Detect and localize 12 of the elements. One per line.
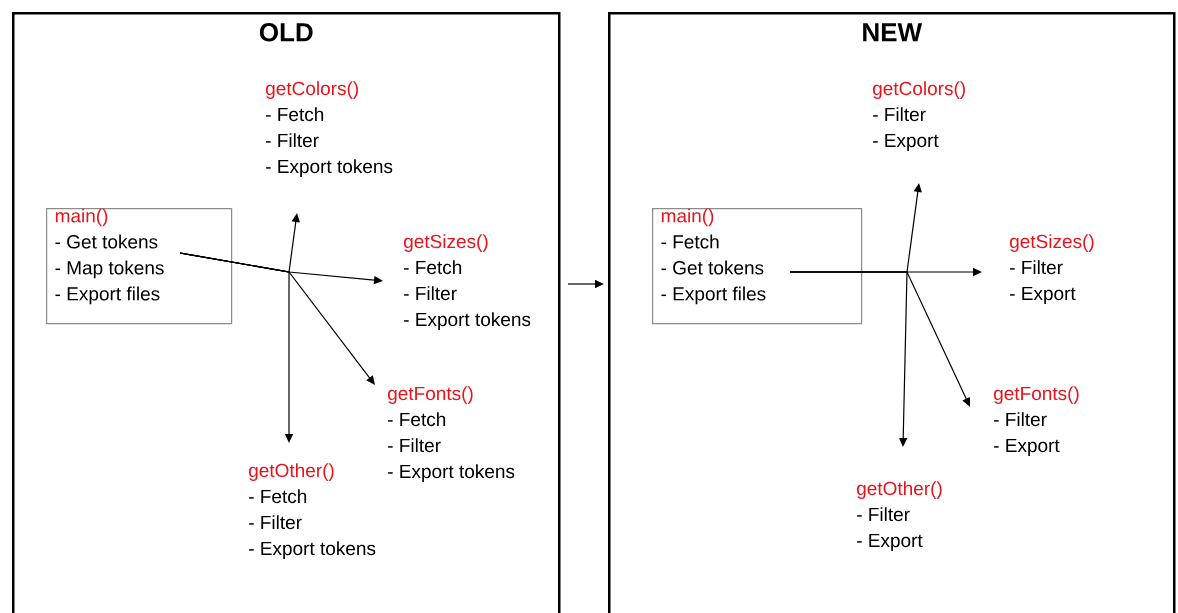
function-box: main() - Fetch - Get tokens - Export files xyxy=(652,208,863,325)
function-label: getColors() - Fetch - Filter - Export tokens xyxy=(266,81,393,177)
function-label: getOther() - Fetch - Filter - Export tokens xyxy=(249,463,376,559)
function-label: getSizes() - Fetch - Filter - Export tokens xyxy=(404,234,531,330)
arrow xyxy=(789,271,908,447)
arrow xyxy=(179,252,294,443)
function-box: main() - Get tokens - Map tokens - Export files xyxy=(46,208,233,325)
function-label: getColors() - Filter - Export xyxy=(873,81,965,151)
function-label: getSizes() - Filter - Export xyxy=(1010,234,1094,304)
function-label: getOther() - Filter - Export xyxy=(857,481,942,551)
function-label: getFonts() - Filter - Export xyxy=(994,386,1079,456)
function-label: getFonts() - Fetch - Filter - Export tokens xyxy=(388,386,515,482)
